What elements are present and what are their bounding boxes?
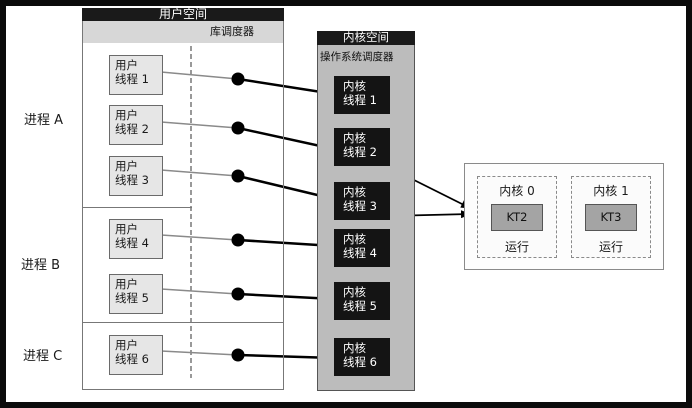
scheduler-dot: [231, 72, 245, 86]
scheduler-dots: [231, 72, 245, 362]
core-title: 内核 0: [499, 184, 535, 198]
core-status: 运行: [504, 240, 529, 254]
kernel-thread-number: 线程 3: [343, 199, 377, 213]
kernel-thread-number: 线程 6: [343, 355, 377, 369]
running-thread-badge: KT2: [491, 204, 543, 231]
kernel-thread-label: 内核: [343, 232, 366, 246]
kernel-thread-label: 内核: [343, 131, 366, 145]
process-a-label: 进程 A: [24, 113, 64, 128]
kernel-thread-2: 内核 线程 2: [334, 128, 390, 166]
core-title: 内核 1: [593, 184, 629, 198]
user-thread-6: 用户 线程 6: [109, 335, 163, 375]
user-thread-number: 线程 2: [115, 122, 149, 136]
scheduler-dot: [231, 287, 245, 301]
kernel-thread-label: 内核: [343, 285, 366, 299]
user-space-subheader: [83, 21, 283, 43]
user-thread-label: 用户: [115, 222, 138, 236]
kernel-thread-label: 内核: [343, 341, 366, 355]
user-space-panel: [82, 8, 284, 390]
user-thread-label: 用户: [115, 338, 138, 352]
core-1: 内核 1 KT3 运行: [571, 176, 651, 258]
user-thread-4: 用户 线程 4: [109, 219, 163, 259]
os-scheduler-label: 操作系统调度器: [320, 51, 394, 63]
kernel-thread-3: 内核 线程 3: [334, 182, 390, 220]
user-space-title: 用户空间: [82, 8, 284, 21]
core-0: 内核 0 KT2 运行: [477, 176, 557, 258]
user-thread-1: 用户 线程 1: [109, 55, 163, 95]
scheduler-dot: [231, 233, 245, 247]
kernel-thread-number: 线程 4: [343, 246, 377, 260]
library-scheduler-label: 库调度器: [210, 25, 254, 38]
process-divider-a-b: [83, 207, 192, 208]
scheduler-dot: [231, 169, 245, 183]
user-thread-label: 用户: [115, 159, 138, 173]
kernel-thread-label: 内核: [343, 79, 366, 93]
scheduler-dot: [231, 121, 245, 135]
user-thread-2: 用户 线程 2: [109, 105, 163, 145]
user-thread-number: 线程 4: [115, 236, 149, 250]
user-thread-5: 用户 线程 5: [109, 274, 163, 314]
user-thread-label: 用户: [115, 277, 138, 291]
core-status: 运行: [598, 240, 623, 254]
scheduler-dot: [231, 348, 245, 362]
kernel-thread-number: 线程 1: [343, 93, 377, 107]
user-thread-3: 用户 线程 3: [109, 156, 163, 196]
user-thread-links: [160, 71, 239, 356]
kernel-thread-4: 内核 线程 4: [334, 229, 390, 267]
process-divider-b-c: [83, 322, 283, 323]
user-thread-number: 线程 6: [115, 352, 149, 366]
kernel-space-title: 内核空间: [317, 31, 415, 45]
process-c-label: 进程 C: [23, 349, 63, 364]
kernel-thread-number: 线程 2: [343, 145, 377, 159]
user-thread-number: 线程 5: [115, 291, 149, 305]
kernel-thread-6: 内核 线程 6: [334, 338, 390, 376]
kernel-thread-1: 内核 线程 1: [334, 76, 390, 114]
diagram-canvas: 用户空间 库调度器 进程 A 进程 B 进程 C 用户 线程 1 用户 线程 2…: [6, 6, 686, 402]
kernel-thread-label: 内核: [343, 185, 366, 199]
process-b-label: 进程 B: [21, 258, 61, 273]
kernel-thread-5: 内核 线程 5: [334, 282, 390, 320]
kernel-thread-number: 线程 5: [343, 299, 377, 313]
user-thread-label: 用户: [115, 58, 138, 72]
user-thread-label: 用户: [115, 108, 138, 122]
user-thread-number: 线程 3: [115, 173, 149, 187]
running-thread-badge: KT3: [585, 204, 637, 231]
user-thread-number: 线程 1: [115, 72, 149, 86]
